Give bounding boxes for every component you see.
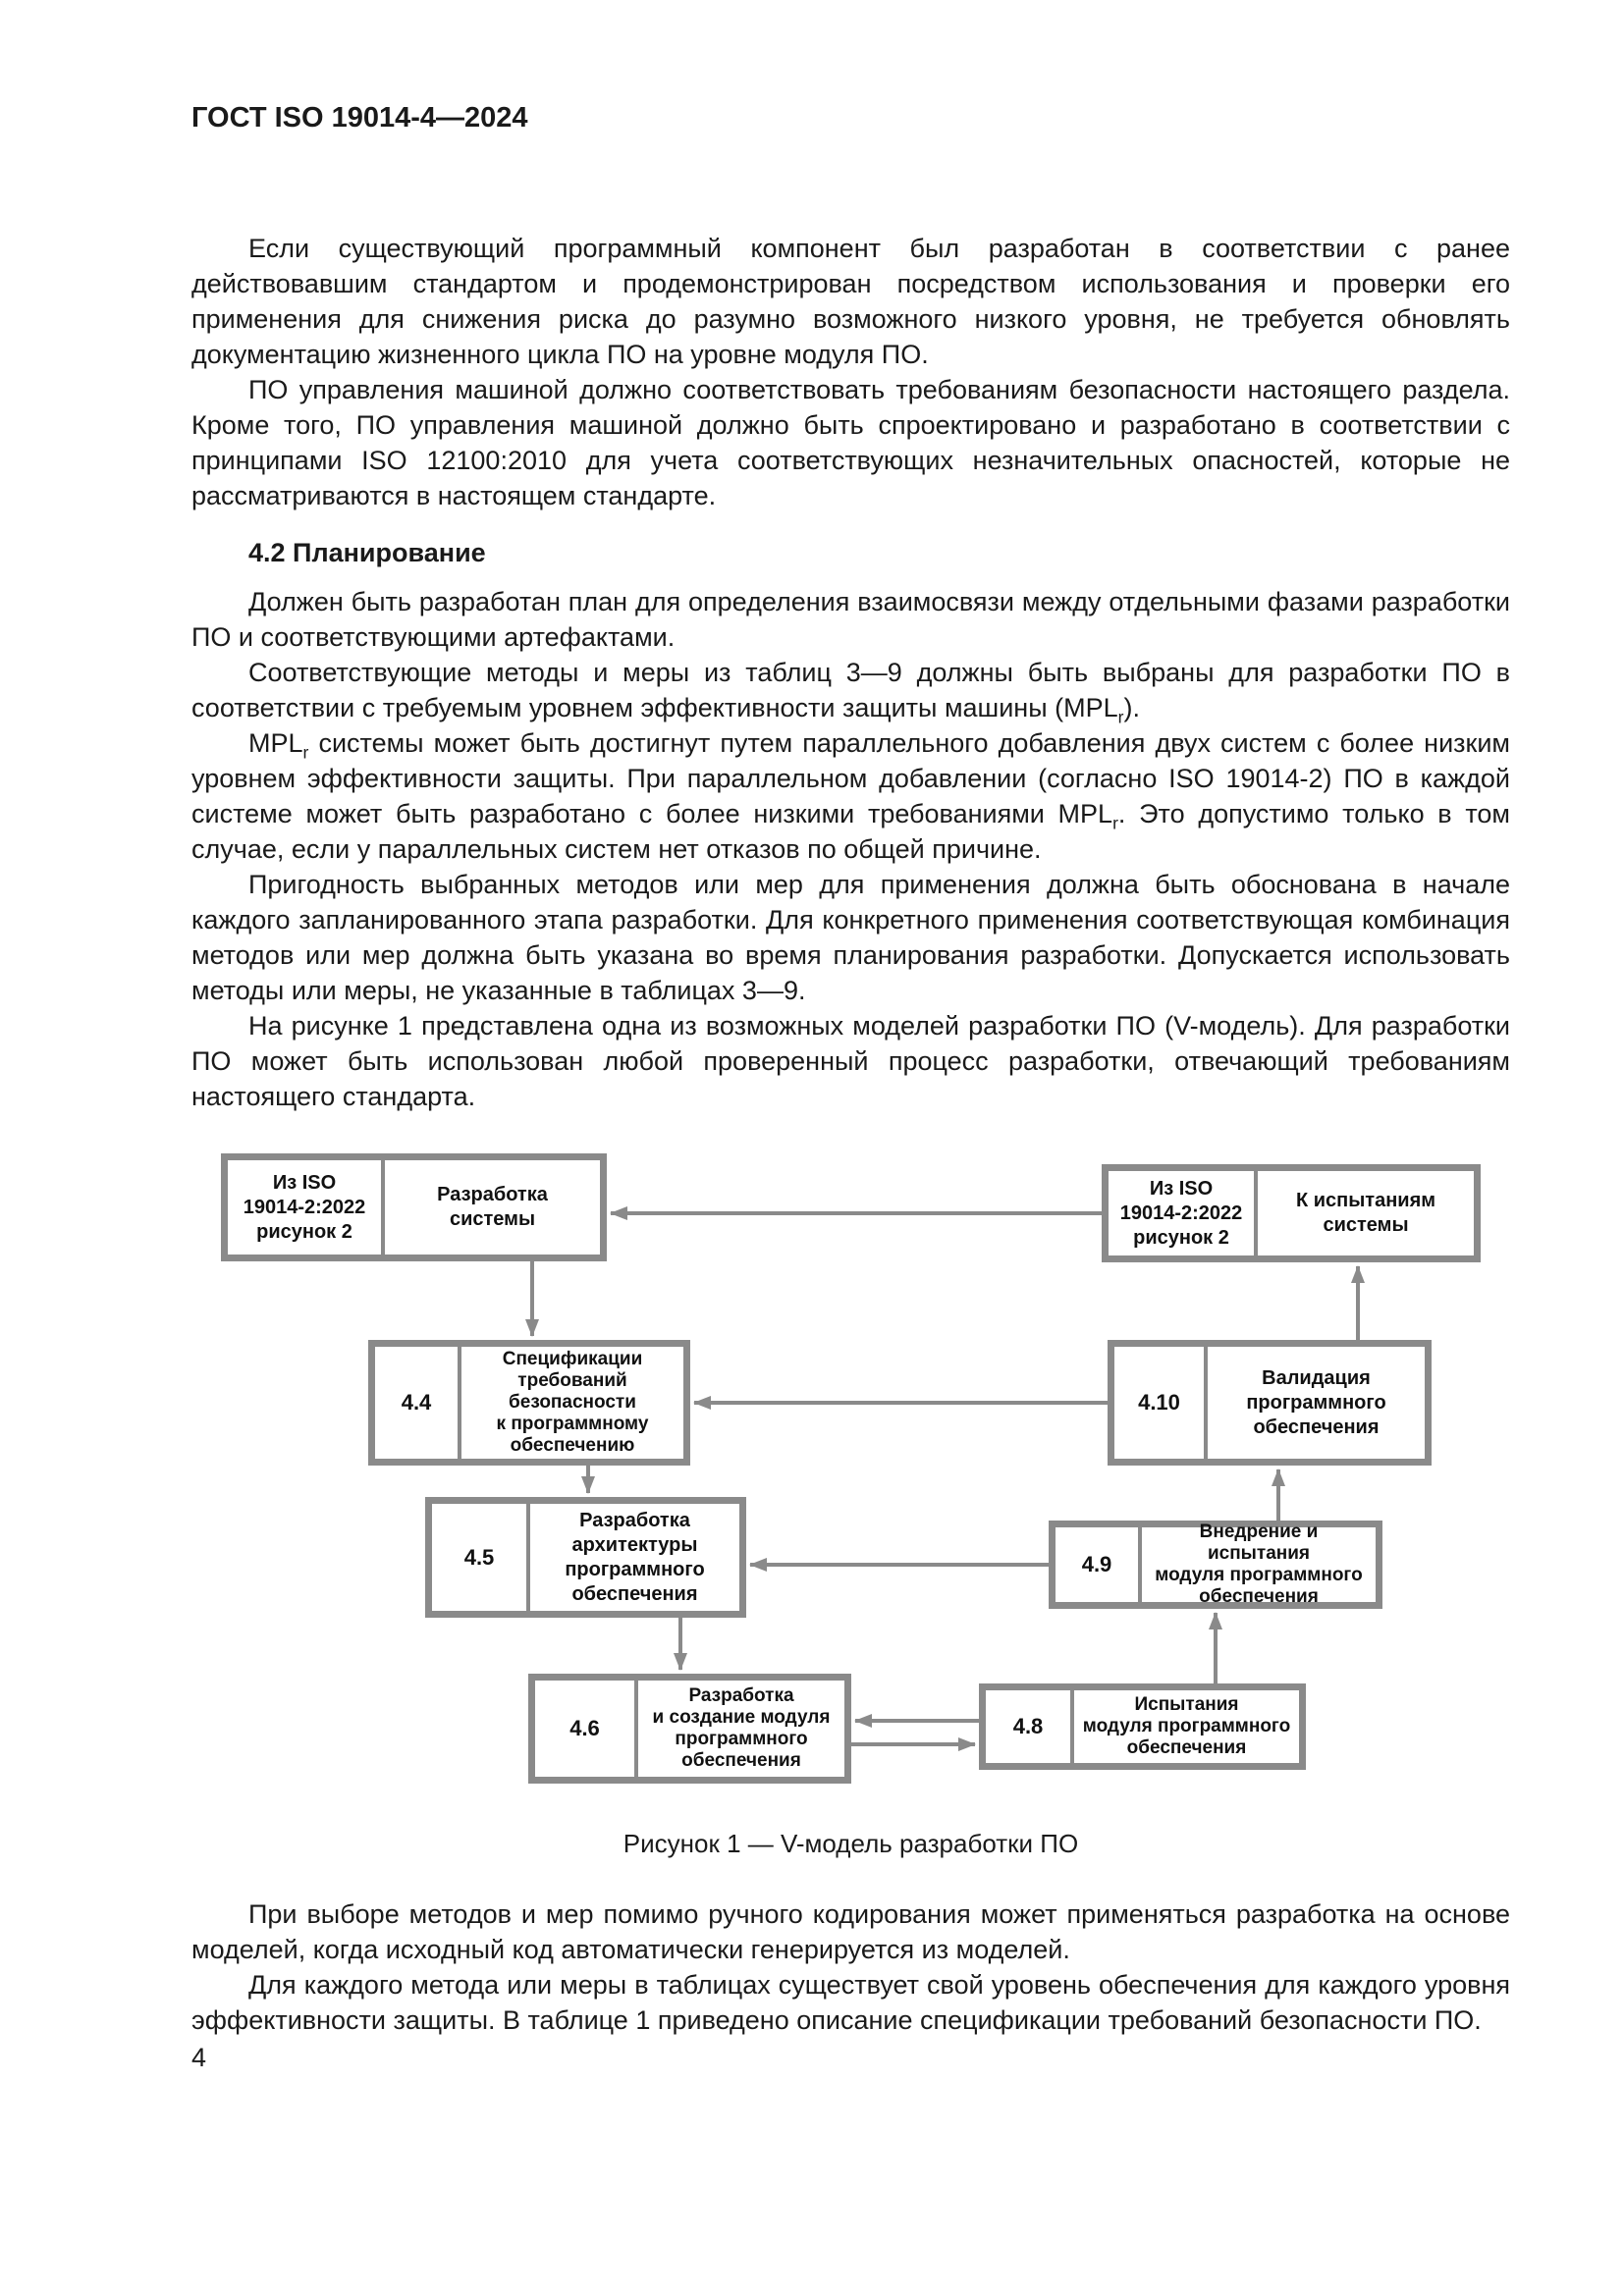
box-source-tag: Из ISO 19014-2:2022 рисунок 2 bbox=[228, 1160, 385, 1255]
figure-v-model: Из ISO 19014-2:2022 рисунок 2 Разработка… bbox=[191, 1139, 1510, 1826]
box-label: Разработка системы bbox=[437, 1184, 548, 1230]
box-label: Валидация программного обеспечения bbox=[1246, 1366, 1386, 1438]
box-clause-number: 4.6 bbox=[535, 1681, 638, 1777]
box-clause-number: 4.10 bbox=[1114, 1347, 1208, 1459]
paragraph-3: Должен быть разработан план для определе… bbox=[191, 587, 1510, 652]
paragraph-5-text: MPL bbox=[248, 728, 303, 758]
paragraph-5-text-end: . Это допустимо только в том случае, есл… bbox=[191, 799, 1510, 864]
box-source-tag: Из ISO 19014-2:2022 рисунок 2 bbox=[1109, 1171, 1258, 1255]
box-clause-number: 4.5 bbox=[432, 1504, 530, 1611]
section-heading-4-2: 4.2 Планирование bbox=[248, 538, 486, 567]
document-page: ГОСТ ISO 19014-4—2024 Если существующий … bbox=[191, 101, 1510, 2075]
paragraph-2: ПО управления машиной должно соответство… bbox=[191, 375, 1510, 510]
mpl-subscript: r bbox=[1117, 707, 1124, 727]
paragraph-4-text-end: ). bbox=[1123, 693, 1140, 722]
box-system-tests: Из ISO 19014-2:2022 рисунок 2 К испытани… bbox=[1102, 1164, 1481, 1262]
paragraph-8: При выборе методов и мер помимо ручного … bbox=[191, 1899, 1510, 1964]
box-4-10-software-validation: 4.10 Валидация программного обеспечения bbox=[1108, 1340, 1432, 1466]
document-header: ГОСТ ISO 19014-4—2024 bbox=[191, 102, 528, 133]
box-clause-number: 4.4 bbox=[375, 1347, 461, 1459]
box-label: Разработка и создание модуля программног… bbox=[652, 1685, 831, 1771]
paragraph-1: Если существующий программный компонент … bbox=[191, 234, 1510, 369]
box-label: Разработка архитектуры программного обес… bbox=[565, 1509, 705, 1605]
box-4-6-module-development: 4.6 Разработка и создание модуля програм… bbox=[528, 1674, 851, 1784]
paragraph-5-text-mid: системы может быть достигнут путем парал… bbox=[191, 728, 1510, 828]
box-4-8-module-tests: 4.8 Испытания модуля программного обеспе… bbox=[979, 1683, 1306, 1770]
box-4-9-module-integration-tests: 4.9 Внедрение и испытания модуля програм… bbox=[1049, 1521, 1382, 1609]
box-label: Испытания модуля программного обеспечени… bbox=[1082, 1694, 1291, 1758]
box-clause-number: 4.9 bbox=[1056, 1527, 1142, 1602]
box-clause-number: 4.8 bbox=[986, 1690, 1074, 1763]
paragraph-7: На рисунке 1 представлена одна из возмож… bbox=[191, 1011, 1510, 1111]
paragraph-4: Соответствующие методы и меры из таблиц … bbox=[191, 655, 1510, 725]
box-system-development: Из ISO 19014-2:2022 рисунок 2 Разработка… bbox=[221, 1153, 607, 1261]
paragraph-9: Для каждого метода или меры в таблицах с… bbox=[191, 1970, 1510, 2035]
box-4-4-safety-requirements: 4.4 Спецификации требований безопасности… bbox=[368, 1340, 690, 1466]
connector-arrows bbox=[525, 1206, 1365, 1751]
box-label: К испытаниям системы bbox=[1295, 1190, 1436, 1236]
paragraph-6: Пригодность выбранных методов или мер дл… bbox=[191, 870, 1510, 1005]
mpl-subscript: r bbox=[1112, 813, 1118, 833]
mpl-subscript: r bbox=[302, 742, 309, 763]
paragraph-4-text: Соответствующие методы и меры из таблиц … bbox=[191, 658, 1510, 722]
page-number: 4 bbox=[191, 2043, 207, 2072]
paragraph-5: MPLr системы может быть достигнут путем … bbox=[191, 725, 1510, 867]
box-4-5-software-architecture: 4.5 Разработка архитектуры программного … bbox=[425, 1497, 746, 1618]
box-label: Спецификации требований безопасности к п… bbox=[496, 1349, 649, 1456]
box-label: Внедрение и испытания модуля программног… bbox=[1155, 1522, 1363, 1607]
figure-caption: Рисунок 1 — V-модель разработки ПО bbox=[623, 1829, 1079, 1858]
